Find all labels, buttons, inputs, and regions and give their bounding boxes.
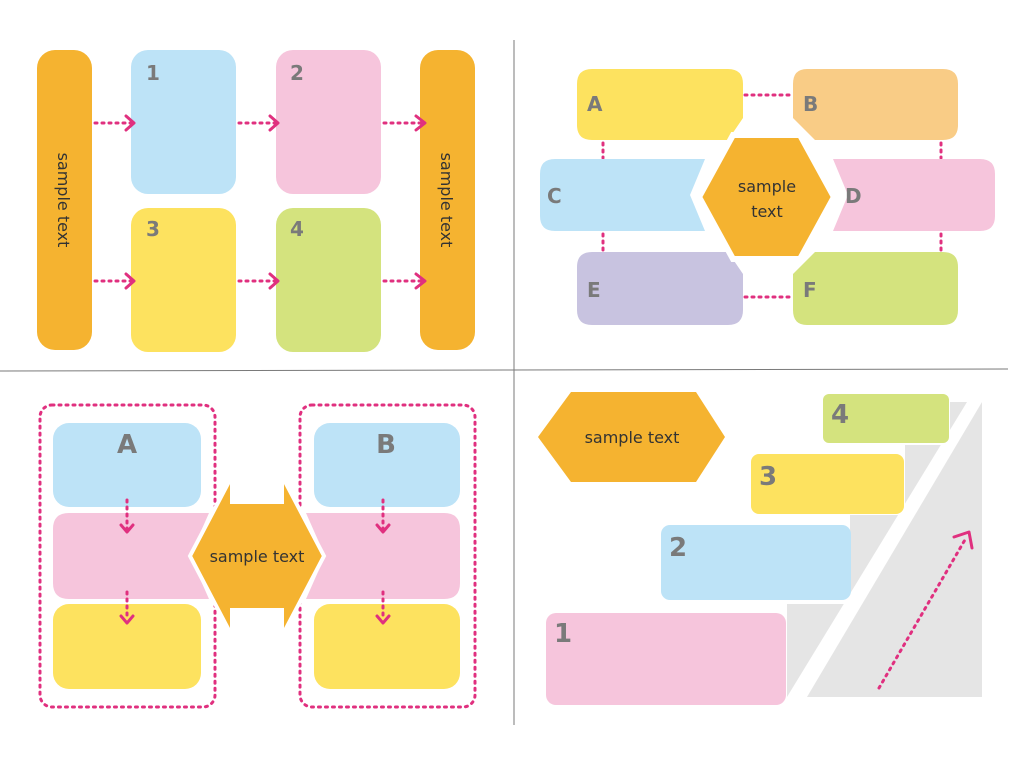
b-arrow-1 (375, 498, 391, 534)
a-bottom-box (53, 604, 201, 689)
box-e (577, 252, 743, 325)
box-2-label: 2 (290, 61, 304, 85)
b-top-box (314, 423, 460, 507)
stair-white-band (787, 402, 982, 697)
divider-horizontal (0, 368, 1009, 372)
box-1-label: 1 (146, 61, 160, 85)
arrow-1-to-2 (237, 114, 280, 132)
box-b (793, 69, 958, 140)
center-hexagon (695, 132, 838, 262)
right-bar-label: sample text (437, 153, 456, 248)
a-arrow-1 (119, 498, 135, 534)
step-2 (661, 525, 851, 600)
box-d (833, 159, 995, 231)
arrow-bar-to-3 (93, 272, 136, 290)
a-middle-box (53, 513, 209, 599)
a-title: A (117, 430, 137, 460)
box-b-label: B (803, 92, 818, 116)
step-3-label: 3 (759, 462, 777, 492)
box-1 (131, 50, 236, 194)
box-a-label: A (587, 92, 603, 116)
panel-2-hex-cluster: A B C D E F sample text (540, 69, 995, 325)
panel-4-staircase: 4 3 2 1 sample text (538, 392, 982, 705)
b-bottom-box (314, 604, 460, 689)
box-e-label: E (587, 278, 601, 302)
box-f (793, 252, 958, 325)
panel-1-process-grid: sample text 1 2 3 4 sample text (37, 50, 475, 352)
box-c-label: C (547, 184, 562, 208)
right-orange-bar (420, 50, 475, 350)
box-3-label: 3 (146, 217, 160, 241)
box-a (577, 69, 743, 140)
arrow-3-to-4 (237, 272, 280, 290)
arrow-4-to-bar (382, 272, 427, 290)
left-orange-bar (37, 50, 92, 350)
step-3 (751, 454, 904, 514)
step-4 (823, 394, 949, 443)
panel-3-comparison: A B sample text (38, 403, 477, 709)
step-1 (546, 613, 786, 705)
center-double-arrow (187, 475, 327, 637)
box-c (540, 159, 705, 231)
box-d-label: D (845, 184, 862, 208)
sample-text-hexagon-label: sample text (585, 428, 680, 447)
a-top-box (53, 423, 201, 507)
arrow-bar-to-1 (93, 114, 136, 132)
box-3 (131, 208, 236, 352)
b-middle-box (306, 513, 460, 599)
center-hexagon-line-1: sample (738, 177, 796, 196)
box-2 (276, 50, 381, 194)
box-f-label: F (803, 278, 817, 302)
b-arrow-2 (375, 590, 391, 625)
step-4-label: 4 (831, 400, 849, 430)
step-2-label: 2 (669, 533, 687, 563)
step-1-label: 1 (554, 619, 572, 649)
center-double-arrow-label: sample text (210, 547, 305, 566)
center-hexagon-line-2: text (751, 202, 783, 221)
sample-text-hexagon (538, 392, 725, 482)
box-4-label: 4 (290, 217, 304, 241)
left-bar-label: sample text (54, 153, 73, 248)
box-4 (276, 208, 381, 352)
a-arrow-2 (119, 590, 135, 625)
arrow-2-to-bar (382, 114, 427, 132)
group-b-dotted-border (298, 403, 477, 709)
growth-arrow (877, 530, 974, 690)
b-title: B (376, 430, 396, 460)
